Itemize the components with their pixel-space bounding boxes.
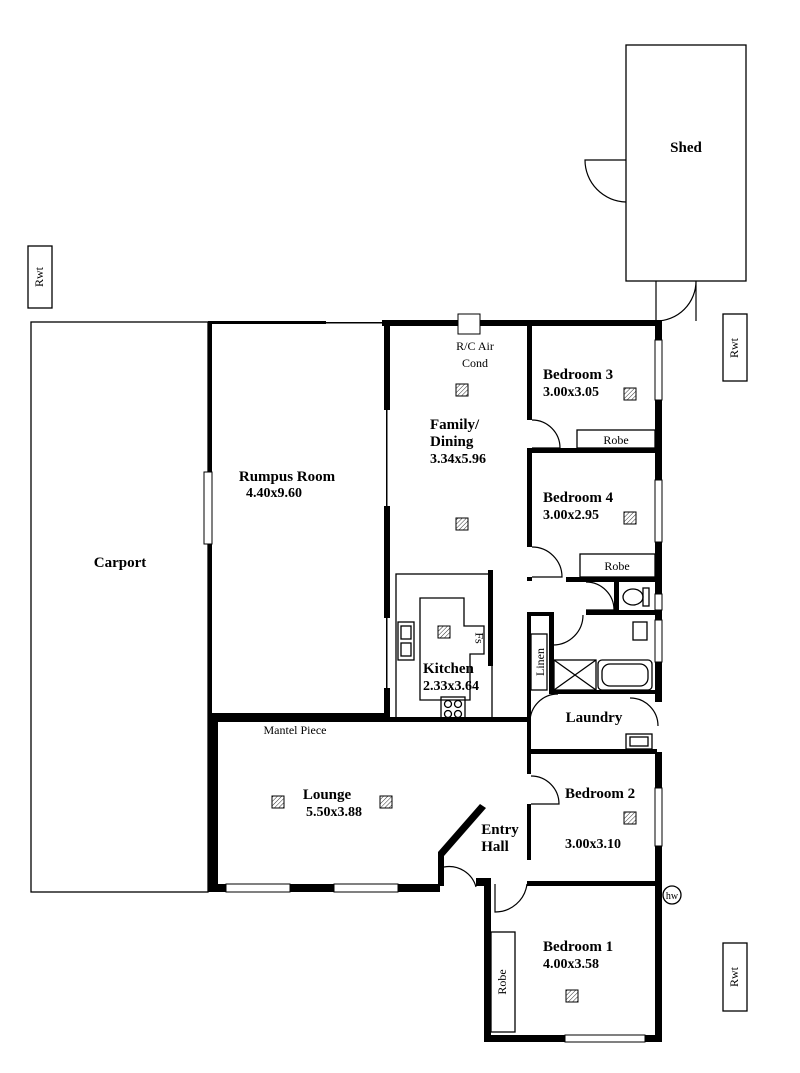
family-dining: R/C Air Cond Family/ Dining 3.34x5.96 bbox=[430, 313, 494, 531]
bedroom2-window bbox=[654, 787, 663, 847]
cooktop-icon bbox=[440, 696, 466, 722]
kitchen-size: 2.33x3.64 bbox=[423, 679, 479, 694]
bedroom4-window bbox=[654, 479, 663, 543]
toilet-door bbox=[585, 581, 615, 611]
bedroom-4: Robe Bedroom 4 3.00x2.95 bbox=[527, 453, 657, 582]
rainwater-tank-bottom-right: Rwt bbox=[722, 942, 748, 1012]
shed-side-door bbox=[584, 159, 627, 203]
bedroom1-name: Bedroom 1 bbox=[543, 939, 613, 955]
family-size: 3.34x5.96 bbox=[430, 452, 486, 467]
shed-label: Shed bbox=[670, 140, 702, 156]
family-name-line1: Family/ bbox=[430, 417, 480, 433]
aircon-label-line1: R/C Air bbox=[456, 339, 494, 353]
carport-outline bbox=[30, 321, 209, 893]
rumpus-window bbox=[203, 471, 213, 545]
lounge-name: Lounge bbox=[303, 787, 352, 803]
bedroom3-robe-label: Robe bbox=[603, 433, 628, 447]
fridge-space-label: Fs bbox=[472, 632, 486, 644]
bedroom4-robe bbox=[579, 553, 656, 578]
rumpus-room: Rumpus Room 4.40x9.60 bbox=[203, 321, 384, 717]
bedroom3-window bbox=[654, 339, 663, 401]
hot-water-unit: hw bbox=[662, 885, 682, 905]
vanity-basin-icon bbox=[632, 621, 648, 641]
bedroom1-window bbox=[564, 1034, 646, 1043]
family-name-line2: Dining bbox=[430, 434, 474, 450]
bedroom3-size: 3.00x3.05 bbox=[543, 385, 599, 400]
bedroom2-name: Bedroom 2 bbox=[565, 786, 635, 802]
bedroom2-door bbox=[530, 775, 560, 805]
kitchen: Fs Kitchen 2.33x3.64 bbox=[395, 570, 493, 722]
linen-label: Linen bbox=[533, 648, 547, 676]
lounge-window-right bbox=[333, 883, 399, 893]
toilet-icon bbox=[622, 588, 644, 606]
shed-outline bbox=[625, 44, 747, 282]
shed-front-door bbox=[655, 280, 697, 322]
rumpus-room-size: 4.40x9.60 bbox=[246, 486, 302, 501]
bedroom1-robe bbox=[490, 931, 516, 1033]
kitchen-bench bbox=[419, 597, 485, 701]
laundry-name: Laundry bbox=[566, 710, 623, 726]
mantel-piece-label: Mantel Piece bbox=[264, 723, 327, 737]
rwt-label: Rwt bbox=[727, 966, 741, 987]
laundry-trough-icon bbox=[625, 733, 653, 750]
bedroom-1: Robe Bedroom 1 4.00x3.58 bbox=[490, 931, 613, 1033]
kitchen-name: Kitchen bbox=[423, 661, 474, 677]
bedroom-2: Bedroom 2 3.00x3.10 bbox=[527, 786, 657, 886]
bedroom4-size: 3.00x2.95 bbox=[543, 508, 599, 523]
carport-label: Carport bbox=[94, 555, 147, 571]
entry-hall: Entry Hall bbox=[443, 722, 560, 913]
hot-water-label: hw bbox=[666, 891, 679, 902]
rumpus-room-name: Rumpus Room bbox=[239, 469, 336, 485]
bedroom1-size: 4.00x3.58 bbox=[543, 957, 599, 972]
bedroom-3: Robe Bedroom 3 3.00x3.05 bbox=[527, 320, 657, 453]
lounge: Mantel Piece Lounge 5.50x3.88 bbox=[264, 723, 393, 820]
lounge-window-left bbox=[225, 883, 291, 893]
bedroom4-robe-label: Robe bbox=[604, 559, 629, 573]
rwt-label: Rwt bbox=[32, 266, 46, 287]
linen-cupboard: Linen bbox=[527, 616, 548, 694]
laundry: Laundry bbox=[527, 693, 659, 754]
bedroom2-size: 3.00x3.10 bbox=[565, 837, 621, 852]
lounge-size: 5.50x3.88 bbox=[306, 805, 362, 820]
linen-cupboard-box bbox=[530, 633, 548, 691]
wet-area bbox=[527, 581, 657, 694]
rwt-label: Rwt bbox=[727, 337, 741, 358]
bedroom3-name: Bedroom 3 bbox=[543, 367, 613, 383]
rainwater-tank-top-right: Rwt bbox=[722, 313, 748, 382]
bedroom3-door bbox=[531, 419, 561, 449]
laundry-door bbox=[529, 693, 559, 723]
bedroom4-name: Bedroom 4 bbox=[543, 490, 614, 506]
entry-hall-line2: Hall bbox=[481, 839, 509, 855]
rainwater-tank-top-left: Rwt bbox=[27, 245, 53, 309]
bedroom3-robe bbox=[576, 429, 656, 449]
front-door bbox=[443, 865, 477, 888]
exterior-walls bbox=[208, 320, 663, 1043]
sink-icon bbox=[397, 621, 415, 661]
bedroom4-door bbox=[531, 546, 563, 578]
shed: Shed bbox=[584, 44, 747, 322]
laundry-external-door bbox=[629, 697, 659, 727]
aircon-label-line2: Cond bbox=[462, 356, 488, 370]
entry-hall-line1: Entry bbox=[481, 822, 519, 838]
hot-water-icon bbox=[662, 885, 682, 905]
bedroom1-robe-label: Robe bbox=[495, 969, 509, 994]
carport: Carport bbox=[30, 321, 209, 893]
bedroom1-door bbox=[494, 883, 528, 913]
bathroom-door bbox=[552, 614, 584, 646]
aircon-unit bbox=[457, 313, 481, 335]
